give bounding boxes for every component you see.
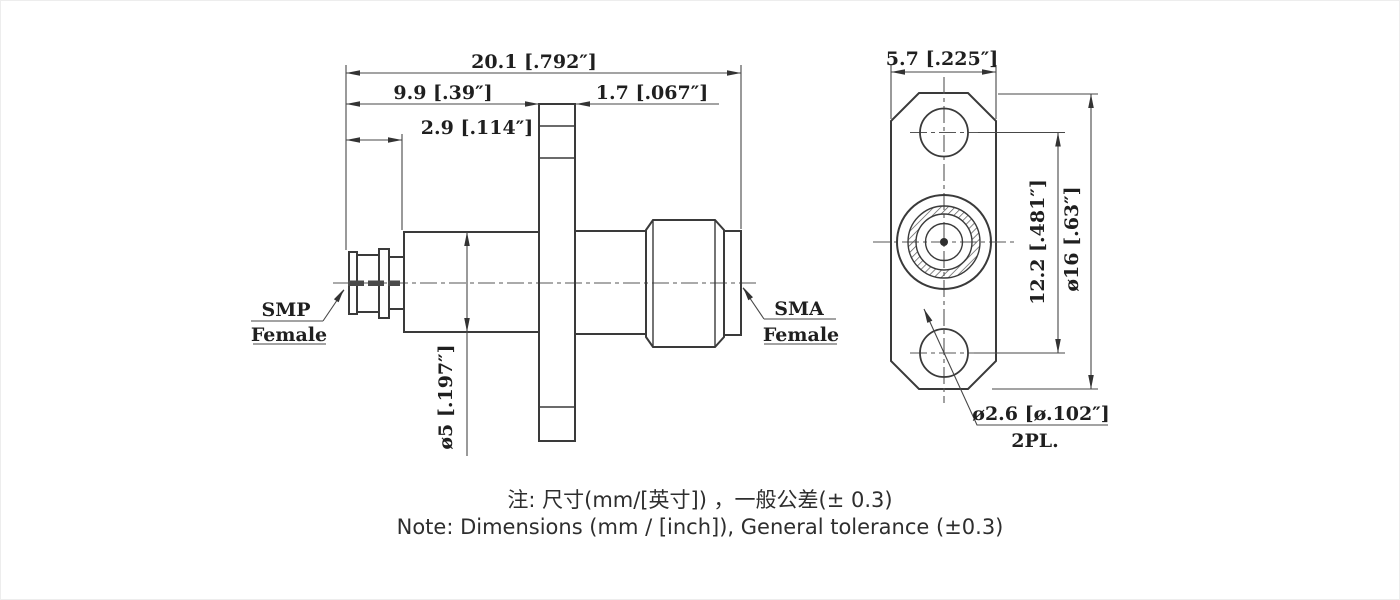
dim-mounting-hole-text: ø2.6 [ø.102″] [972, 403, 1109, 425]
dim-flange-width: 5.7 [.225″] [886, 48, 998, 119]
dim-hole-spacing-text: 12.2 [.481″] [1027, 179, 1049, 305]
dim-flange-thickness-text: 1.7 [.067″] [596, 82, 708, 104]
dim-left-length: 9.9 [.39″] [346, 82, 539, 107]
dim-hole-places-text: 2PL. [1011, 430, 1058, 452]
dim-overall-length-text: 20.1 [.792″] [471, 51, 597, 73]
connector-interface [896, 194, 992, 290]
smp-label-line2: Female [251, 324, 327, 346]
dim-flange-height-text: ø16 [.63″] [1061, 186, 1083, 291]
dim-smp-section: 2.9 [.114″] [346, 117, 533, 143]
sma-label-line1: SMA [774, 298, 824, 320]
front-view: 5.7 [.225″] 12.2 [.481″] ø16 [.63″] ø2 [873, 48, 1110, 452]
smp-label: SMP Female [251, 289, 345, 346]
sma-end-face [723, 230, 742, 336]
mounting-hole-bottom [919, 328, 969, 378]
hex-nut [645, 219, 725, 348]
side-view: 20.1 [.792″] 9.9 [.39″] 1.7 [.067″] 2. [251, 51, 839, 456]
dim-overall-length: 20.1 [.792″] [346, 51, 741, 76]
dim-left-length-text: 9.9 [.39″] [393, 82, 492, 104]
dim-body-diameter-text: ø5 [.197″] [435, 344, 457, 449]
dim-flange-height: ø16 [.63″] [992, 93, 1098, 390]
body-cylinder [403, 231, 540, 333]
sma-label: SMA Female [742, 287, 839, 346]
flange-side [538, 103, 576, 442]
note-line-english: Note: Dimensions (mm / [inch]), General … [396, 515, 1004, 539]
mounting-hole-top [919, 107, 969, 158]
smp-label-line1: SMP [261, 299, 310, 321]
center-contact [940, 238, 948, 246]
dim-flange-width-text: 5.7 [.225″] [886, 48, 998, 70]
note-line-chinese: 注: 尺寸(mm/[英寸]) ，一般公差(± 0.3) [507, 488, 893, 512]
dim-body-diameter: ø5 [.197″] [435, 232, 470, 456]
knurled-contact-area [924, 222, 964, 262]
dim-smp-section-text: 2.9 [.114″] [421, 117, 533, 139]
sma-label-line2: Female [763, 324, 839, 346]
drawing-notes: 注: 尺寸(mm/[英寸]) ，一般公差(± 0.3) Note: Dimens… [1, 487, 1399, 541]
flange-front-outline [890, 92, 997, 390]
center-pin [348, 280, 400, 286]
dim-mounting-hole-callout: ø2.6 [ø.102″] 2PL. [923, 308, 1110, 452]
extension-lines [345, 65, 742, 250]
dim-flange-thickness: 1.7 [.067″] [576, 82, 719, 107]
dim-hole-spacing: 12.2 [.481″] [974, 131, 1065, 354]
